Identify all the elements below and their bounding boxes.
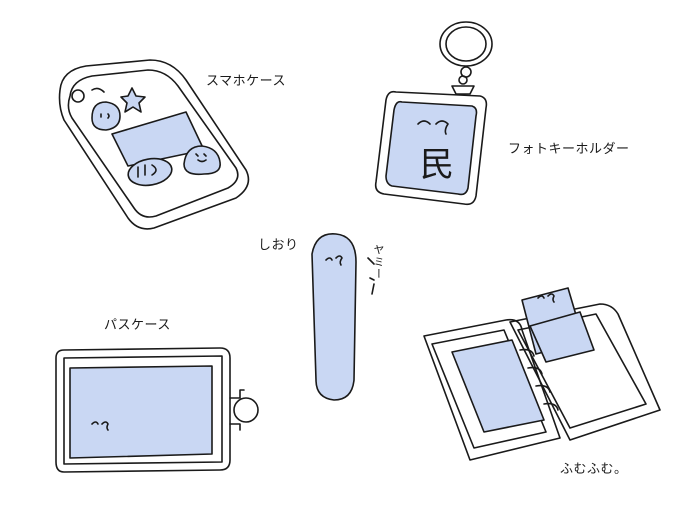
phone-case-drawing bbox=[58, 59, 250, 230]
notebook-caption: ふむふむ。 bbox=[560, 462, 628, 477]
photo-keyholder-label: フォトキーホルダー bbox=[508, 142, 630, 157]
bookmark-label: しおり bbox=[258, 238, 299, 253]
bookmark-drawing bbox=[311, 233, 375, 401]
keyholder-character-text: 民 bbox=[420, 145, 454, 185]
pass-case-label: パスケース bbox=[104, 318, 171, 333]
pass-case-drawing bbox=[55, 347, 259, 473]
notebook-drawing bbox=[423, 287, 661, 461]
photo-keyholder-drawing bbox=[374, 21, 493, 206]
bookmark-sound-effect: ヤミー bbox=[372, 244, 385, 280]
phone-case-label: スマホケース bbox=[206, 74, 286, 89]
